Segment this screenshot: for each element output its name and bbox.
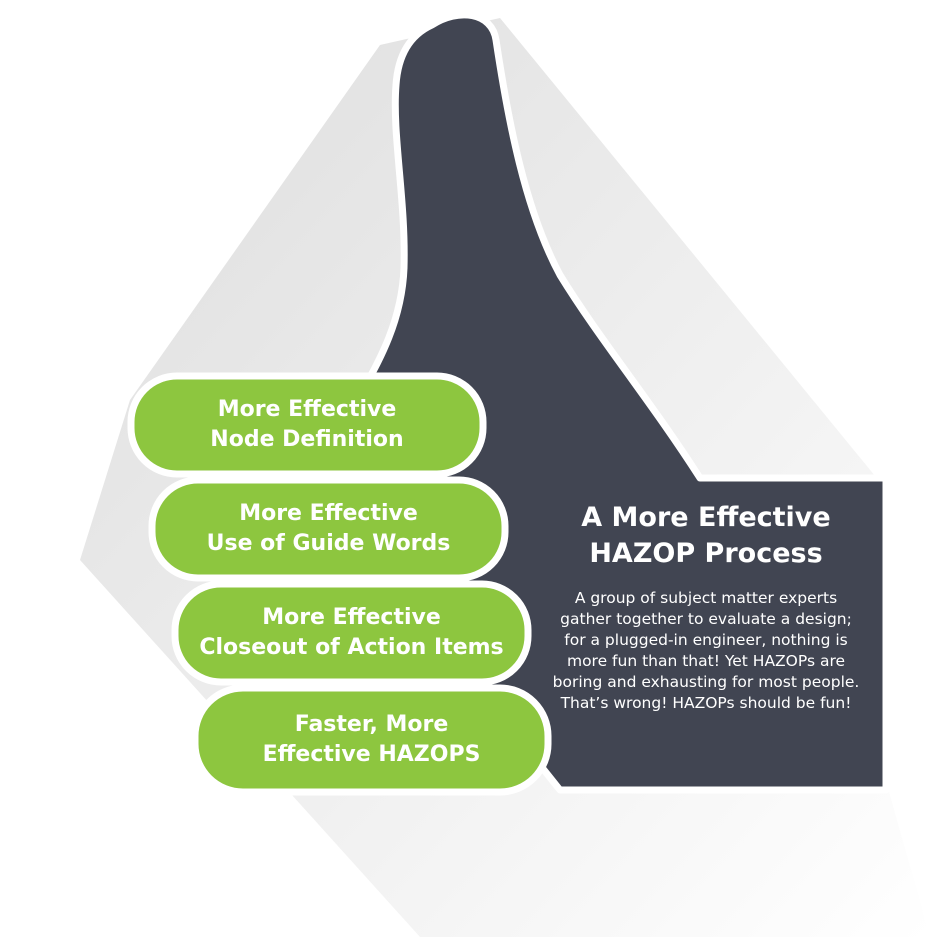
finger-4-label: Faster, More Effective HAZOPS [262, 712, 481, 767]
finger-4 [191, 684, 552, 796]
finger-2 [148, 476, 509, 582]
finger-3 [171, 580, 532, 686]
panel-body: A group of subject matter experts gather… [552, 589, 860, 712]
panel-title: A More Effective HAZOP Process [581, 502, 831, 569]
finger-3-label: More Effective Closeout of Action Items [199, 605, 504, 660]
finger-1-label: More Effective Node Definition [210, 397, 404, 452]
finger-1 [127, 372, 487, 478]
finger-2-label: More Effective Use of Guide Words [206, 501, 451, 556]
